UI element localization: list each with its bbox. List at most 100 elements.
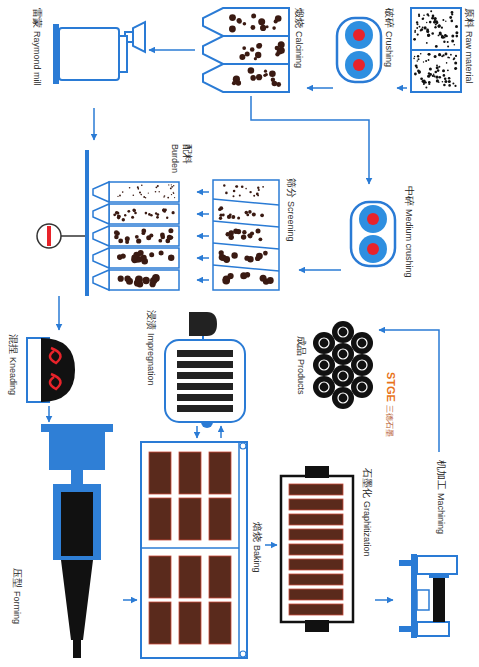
- electrode-core: [338, 393, 348, 403]
- particle: [228, 273, 234, 279]
- drawing-part: [353, 59, 365, 71]
- step-label: 浸渍Impregnation: [145, 310, 157, 386]
- particle: [453, 59, 455, 61]
- drawing-part: [238, 442, 240, 658]
- flow-arrow: [197, 191, 209, 193]
- particle: [247, 256, 253, 262]
- particle: [132, 194, 134, 196]
- particle: [433, 75, 435, 77]
- particle: [135, 276, 143, 284]
- particle: [258, 189, 260, 191]
- particle: [255, 256, 260, 261]
- drawing-part: [429, 574, 449, 578]
- particle: [168, 255, 174, 261]
- drawing-part: [41, 338, 75, 402]
- particle: [416, 21, 418, 23]
- particle: [132, 209, 135, 212]
- particle: [441, 27, 443, 29]
- burden-bin: [93, 248, 179, 268]
- process-step: 中碎Medium crushing: [341, 184, 417, 296]
- burden-bin: [93, 182, 179, 202]
- step-name-zh: 浸渍: [145, 310, 157, 330]
- drawing-part: [201, 422, 213, 428]
- particle: [257, 187, 259, 189]
- particle: [168, 184, 169, 185]
- particle: [117, 214, 120, 217]
- particle: [447, 45, 449, 47]
- drawing-part: [50, 348, 61, 363]
- particle: [455, 55, 457, 57]
- particle: [267, 277, 274, 284]
- particle: [222, 214, 225, 217]
- drawing-part: [165, 340, 245, 422]
- lathe: [399, 554, 457, 638]
- particle: [164, 195, 166, 197]
- particle: [139, 192, 141, 194]
- particle: [240, 272, 247, 279]
- particle-dots: [222, 272, 273, 285]
- particle: [448, 77, 451, 80]
- particle: [413, 58, 415, 60]
- particle: [449, 57, 450, 58]
- flow-arrow: [397, 87, 407, 89]
- particle: [248, 67, 255, 74]
- product-electrode: [351, 354, 373, 376]
- drawing-part: [359, 235, 387, 263]
- particle: [121, 254, 126, 259]
- particle: [434, 20, 437, 23]
- carbon-block: [149, 602, 171, 644]
- drawing-part: [345, 51, 373, 79]
- step-name-en: Products: [295, 359, 307, 395]
- product-electrode: [313, 354, 335, 376]
- step-name-en: Crushing: [383, 31, 395, 67]
- graphitizing-block: [289, 589, 343, 600]
- particle: [443, 74, 446, 77]
- drawing-part: [399, 560, 411, 566]
- drawing-part: [61, 560, 93, 640]
- particle: [256, 193, 259, 196]
- graphitization-furnace: [281, 466, 353, 632]
- particle: [429, 21, 432, 24]
- particle: [250, 47, 255, 52]
- step-label: 石墨化Graphitization: [361, 468, 373, 557]
- particle: [413, 38, 416, 41]
- graphitizing-block: [289, 514, 343, 525]
- flow-arrow: [123, 599, 137, 601]
- drawing-part: [305, 620, 329, 632]
- carbon-block: [149, 452, 171, 494]
- particle: [422, 26, 424, 28]
- electrode-core: [319, 382, 329, 392]
- particle: [450, 54, 452, 56]
- particle: [423, 79, 426, 82]
- particle: [156, 216, 159, 219]
- particle: [160, 233, 165, 238]
- electrode-core: [319, 360, 329, 370]
- drawing-part: [61, 235, 85, 237]
- bin-hopper: [93, 226, 109, 246]
- particle: [162, 209, 165, 212]
- process-step: 煅烧Calcining: [195, 4, 307, 96]
- particle-dots: [226, 229, 263, 242]
- particle: [249, 191, 251, 193]
- particle: [245, 211, 249, 215]
- particle: [444, 37, 446, 39]
- product-electrode: [332, 387, 354, 409]
- particle: [275, 15, 282, 22]
- particle: [418, 73, 419, 74]
- drawing-part: [203, 8, 289, 36]
- particle: [171, 194, 172, 195]
- drawing-part: [189, 312, 217, 336]
- drawing-part: [49, 432, 105, 470]
- particle: [438, 24, 441, 27]
- drawing-part: [213, 243, 279, 249]
- particle: [423, 15, 425, 17]
- graphitizing-block: [289, 604, 343, 615]
- electrode-core: [357, 382, 367, 392]
- carbon-block: [179, 498, 201, 540]
- particle: [427, 53, 429, 55]
- particle: [278, 47, 284, 53]
- electrode-rod: [177, 361, 233, 368]
- drawing-part: [119, 36, 127, 72]
- particle: [434, 55, 437, 58]
